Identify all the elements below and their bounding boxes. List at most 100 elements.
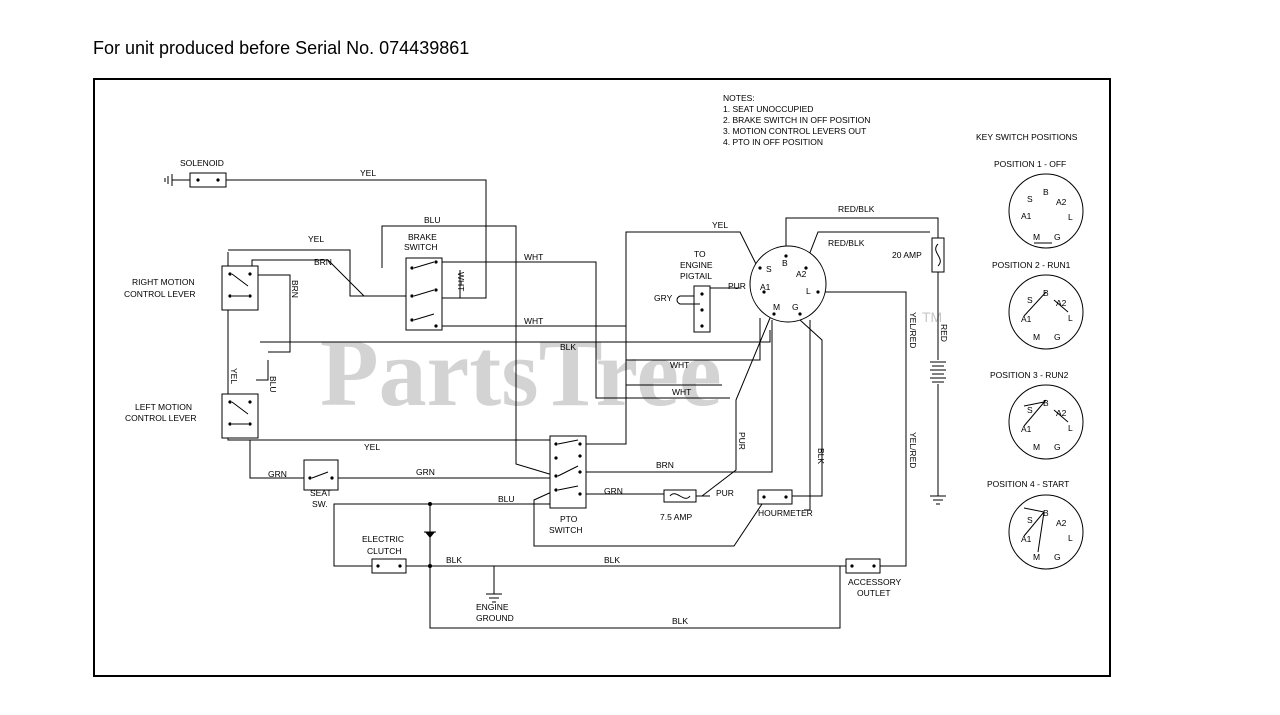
wire-label-wht: WHT [670, 360, 689, 370]
wires [164, 174, 946, 629]
diagram-frame [93, 78, 1111, 677]
wire-label-wht: WHT [672, 387, 691, 397]
solenoid: SOLENOID [180, 158, 227, 188]
wire-label-grn: GRN [416, 467, 435, 477]
svg-text:L: L [1068, 423, 1073, 433]
fuse-20-label: 20 AMP [892, 250, 922, 260]
brake-switch-label: BRAKE [408, 232, 437, 242]
wire-label-blk: BLK [446, 555, 462, 565]
page-heading: For unit produced before Serial No. 0744… [93, 38, 470, 58]
svg-text:M: M [1033, 332, 1040, 342]
wire-label-brn: BRN [656, 460, 674, 470]
wire-label-brn: BRN [290, 280, 300, 298]
svg-text:M: M [1033, 442, 1040, 452]
wire-blu-left-lever [256, 360, 269, 381]
wire-blk-hourmeter [792, 319, 823, 497]
svg-text:S: S [1027, 405, 1033, 415]
note-item: 1. SEAT UNOCCUPIED [723, 104, 813, 114]
wire-label-yel: YEL [229, 368, 239, 384]
right-lever-label: RIGHT MOTION [132, 277, 195, 287]
wire-grn-left [249, 440, 304, 479]
wire-labels: YEL BLU YEL BRN WHT WHT BLK WHT WHT YEL … [229, 168, 949, 626]
key-position-2: POSITION 2 - RUN1 S B A2 A1 L M G [992, 260, 1084, 350]
wire-label-pur: PUR [737, 432, 747, 450]
note-item: 4. PTO IN OFF POSITION [723, 137, 823, 147]
svg-text:S: S [1027, 515, 1033, 525]
svg-text:G: G [1054, 442, 1061, 452]
svg-text:B: B [1043, 187, 1049, 197]
wire-label-wht: WHT [456, 272, 466, 291]
right-motion-control-lever: RIGHT MOTION CONTROL LEVER [124, 265, 259, 311]
electric-clutch-label: ELECTRIC [362, 534, 404, 544]
pto-switch-label: PTO [560, 514, 578, 524]
wire-label-red-blk: RED/BLK [838, 204, 875, 214]
svg-text:G: G [1054, 332, 1061, 342]
key-terminal-g: G [792, 302, 799, 312]
pigtail-label: TO [694, 249, 706, 259]
key-position-4: POSITION 4 - START S B A2 A1 L M G [987, 479, 1084, 570]
svg-text:B: B [1043, 398, 1049, 408]
key-switch: S B A2 A1 L M G [749, 245, 827, 323]
engine-ground-label: GROUND [476, 613, 514, 623]
wire-yel-solenoid [226, 179, 487, 299]
svg-text:B: B [1043, 288, 1049, 298]
wire-label-wht: WHT [524, 316, 543, 326]
wire-label-grn: GRN [604, 486, 623, 496]
wire-label-blk: BLK [816, 448, 826, 464]
svg-text:L: L [1068, 212, 1073, 222]
svg-text:A1: A1 [1021, 534, 1032, 544]
left-lever-label: LEFT MOTION [135, 402, 192, 412]
wire-brn-2 [258, 274, 291, 353]
wire-pur [701, 317, 771, 497]
svg-text:S: S [1027, 295, 1033, 305]
seat-sw-label: SW. [312, 499, 328, 509]
pigtail-label: ENGINE [680, 260, 713, 270]
svg-text:A2: A2 [1056, 518, 1067, 528]
notes-block: NOTES: 1. SEAT UNOCCUPIED 2. BRAKE SWITC… [723, 93, 870, 147]
diode [424, 502, 436, 568]
note-item: 2. BRAKE SWITCH IN OFF POSITION [723, 115, 870, 125]
key-terminal-b: B [782, 258, 788, 268]
wire-wht-upper [440, 261, 730, 399]
key-position-label: POSITION 2 - RUN1 [992, 260, 1071, 270]
accessory-outlet-label: ACCESSORY [848, 577, 902, 587]
wire-wht-brake-loop [459, 270, 470, 299]
hourmeter-label: HOURMETER [758, 508, 813, 518]
wire-blu-brake [381, 225, 557, 477]
svg-text:A1: A1 [1021, 211, 1032, 221]
wire-label-yel: YEL [364, 442, 380, 452]
wire-label-yel: YEL [360, 168, 376, 178]
wire-yel-key [580, 231, 757, 445]
wire-yel-left [227, 252, 556, 441]
wire-label-pur: PUR [728, 281, 746, 291]
svg-text:G: G [1054, 552, 1061, 562]
svg-text:B: B [1043, 508, 1049, 518]
svg-text:L: L [1068, 533, 1073, 543]
hourmeter: HOURMETER [757, 489, 813, 518]
solenoid-ground-symbol [164, 174, 190, 186]
electric-clutch: ELECTRIC CLUTCH [362, 534, 407, 574]
wire-l-accessory [820, 291, 907, 567]
svg-text:S: S [1027, 194, 1033, 204]
key-position-3: POSITION 3 - RUN2 S B A2 A1 L M G [990, 370, 1084, 460]
key-position-label: POSITION 1 - OFF [994, 159, 1066, 169]
wire-label-yel-red: YEL/RED [908, 312, 918, 348]
seat-sw-label: SEAT [310, 488, 332, 498]
wire-brn-key [580, 320, 773, 473]
left-lever-label: CONTROL LEVER [125, 413, 196, 423]
notes-title: NOTES: [723, 93, 755, 103]
watermark: PartsTree [320, 319, 722, 426]
wire-hourmeter-g [804, 320, 811, 511]
svg-text:M: M [1033, 552, 1040, 562]
key-switch-title: KEY SWITCH POSITIONS [976, 132, 1078, 142]
fuse-7-5-amp: 7.5 AMP [660, 489, 697, 522]
key-terminal-a1: A1 [760, 282, 771, 292]
svg-text:M: M [1033, 232, 1040, 242]
wire-label-yel: YEL [308, 234, 324, 244]
svg-text:A2: A2 [1056, 298, 1067, 308]
wire-label-yel: YEL [712, 220, 728, 230]
wire-label-yel-red: YEL/RED [908, 432, 918, 468]
brake-switch: BRAKE SWITCH [404, 232, 443, 331]
wire-label-gry: GRY [654, 293, 673, 303]
